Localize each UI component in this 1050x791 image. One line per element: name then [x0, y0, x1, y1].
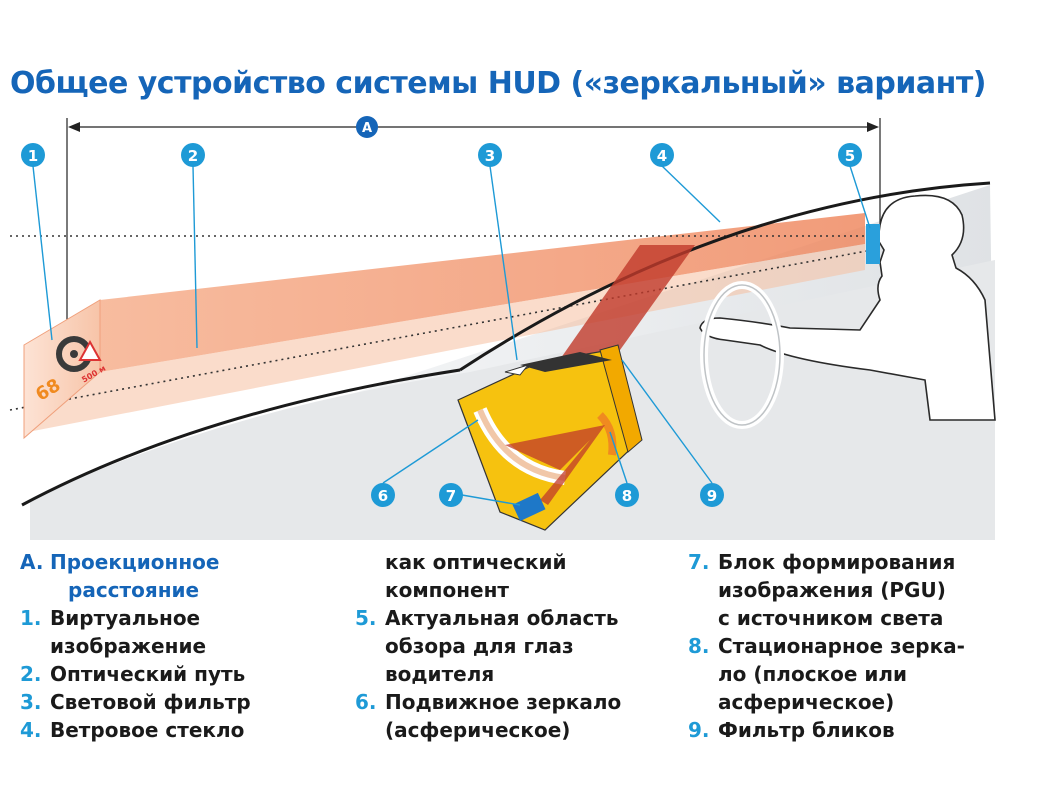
- legend-item-a: A. Проекционное: [20, 548, 320, 576]
- legend-text-7: Блок формирования: [718, 550, 956, 574]
- marker-9: 9: [700, 483, 724, 507]
- marker-4: 4: [650, 143, 674, 167]
- hud-diagram: A 68 500 м: [9, 116, 996, 540]
- legend-item-3: 3. Световой фильтр: [20, 688, 320, 716]
- eye-box: [866, 224, 880, 264]
- legend-item-6: 6. Подвижное зеркало: [355, 688, 655, 716]
- marker-a: [356, 116, 378, 138]
- windshield: [459, 181, 991, 372]
- svg-text:3: 3: [485, 147, 495, 165]
- svg-text:7: 7: [446, 487, 456, 505]
- legend-num-8: 8.: [688, 634, 710, 658]
- hood-line: [21, 368, 461, 507]
- legend-num-9: 9.: [688, 718, 710, 742]
- driver-silhouette: [699, 194, 996, 421]
- marker-6: 6: [371, 483, 395, 507]
- legend-text-4-cont1: как оптический: [385, 550, 567, 574]
- dimension-a: A: [66, 116, 881, 338]
- legend-text-9: Фильтр бликов: [718, 718, 895, 742]
- legend-item-7: 7. Блок формирования: [688, 548, 1018, 576]
- red-beam-inner: [505, 425, 605, 505]
- legend-text-6-cont: (асферическое): [385, 718, 571, 742]
- svg-text:1: 1: [28, 147, 38, 165]
- warning-sign-icon: [78, 339, 102, 361]
- legend-item-1: 1. Виртуальное: [20, 604, 320, 632]
- legend-column-1: A. Проекционное расстояние 1. Виртуально…: [20, 548, 320, 744]
- legend-item-9: 9. Фильтр бликов: [688, 716, 1018, 744]
- marker-1: 1: [21, 143, 45, 167]
- svg-text:6: 6: [378, 487, 388, 505]
- virtual-image: 68 500 м: [23, 299, 107, 440]
- legend-text-8-cont2: асферическое): [718, 690, 895, 714]
- legend-column-2: как оптический компонент 5. Актуальная о…: [355, 548, 655, 744]
- marker-3: 3: [478, 143, 502, 167]
- legend-text-4-cont2: компонент: [385, 578, 510, 602]
- legend-num-6: 6.: [355, 690, 377, 714]
- legend-text-6: Подвижное зеркало: [385, 690, 622, 714]
- pgu-block: [512, 492, 546, 522]
- legend-item-2: 2. Оптический путь: [20, 660, 320, 688]
- legend-text-3: Световой фильтр: [50, 690, 251, 714]
- legend-num-3: 3.: [20, 690, 42, 714]
- light-filter: [504, 364, 530, 376]
- marker-2: 2: [181, 143, 205, 167]
- hud-housing: [457, 344, 643, 531]
- page-title: Общее устройство системы HUD («зеркальны…: [10, 66, 986, 101]
- legend-text-7-cont2: с источником света: [718, 606, 944, 630]
- marker-5: 5: [838, 143, 862, 167]
- legend-text-5-cont2: водителя: [385, 662, 495, 686]
- legend-num-7: 7.: [688, 550, 710, 574]
- legend-num-4: 4.: [20, 718, 42, 742]
- marker-7: 7: [439, 483, 463, 507]
- legend-item-5: 5. Актуальная область: [355, 604, 655, 632]
- legend-text-a-cont: расстояние: [68, 578, 200, 602]
- svg-text:9: 9: [707, 487, 717, 505]
- svg-text:5: 5: [845, 147, 855, 165]
- legend-text-a: Проекционное: [50, 550, 220, 574]
- legend-column-3: 7. Блок формирования изображения (PGU) с…: [688, 548, 1018, 744]
- legend-text-8: Стационарное зерка-: [718, 634, 965, 658]
- legend-text-1: Виртуальное: [50, 606, 201, 630]
- legend-text-8-cont1: ло (плоское или: [718, 662, 908, 686]
- legend-num-1: 1.: [20, 606, 42, 630]
- legend-num-5: 5.: [355, 606, 377, 630]
- svg-text:2: 2: [188, 147, 198, 165]
- legend-text-4: Ветровое стекло: [50, 718, 245, 742]
- legend-num-a: A.: [20, 550, 44, 574]
- legend-item-8: 8. Стационарное зерка-: [688, 632, 1018, 660]
- legend-text-2: Оптический путь: [50, 662, 246, 686]
- legend-text-5: Актуальная область: [385, 606, 619, 630]
- legend-item-4: 4. Ветровое стекло: [20, 716, 320, 744]
- marker-a-label: A: [362, 121, 372, 136]
- legend-text-5-cont1: обзора для глаз: [385, 634, 574, 658]
- svg-text:4: 4: [657, 147, 667, 165]
- svg-text:8: 8: [622, 487, 632, 505]
- legend-text-7-cont1: изображения (PGU): [718, 578, 946, 602]
- legend-num-2: 2.: [20, 662, 42, 686]
- marker-8: 8: [615, 483, 639, 507]
- legend-text-1-cont: изображение: [50, 634, 207, 658]
